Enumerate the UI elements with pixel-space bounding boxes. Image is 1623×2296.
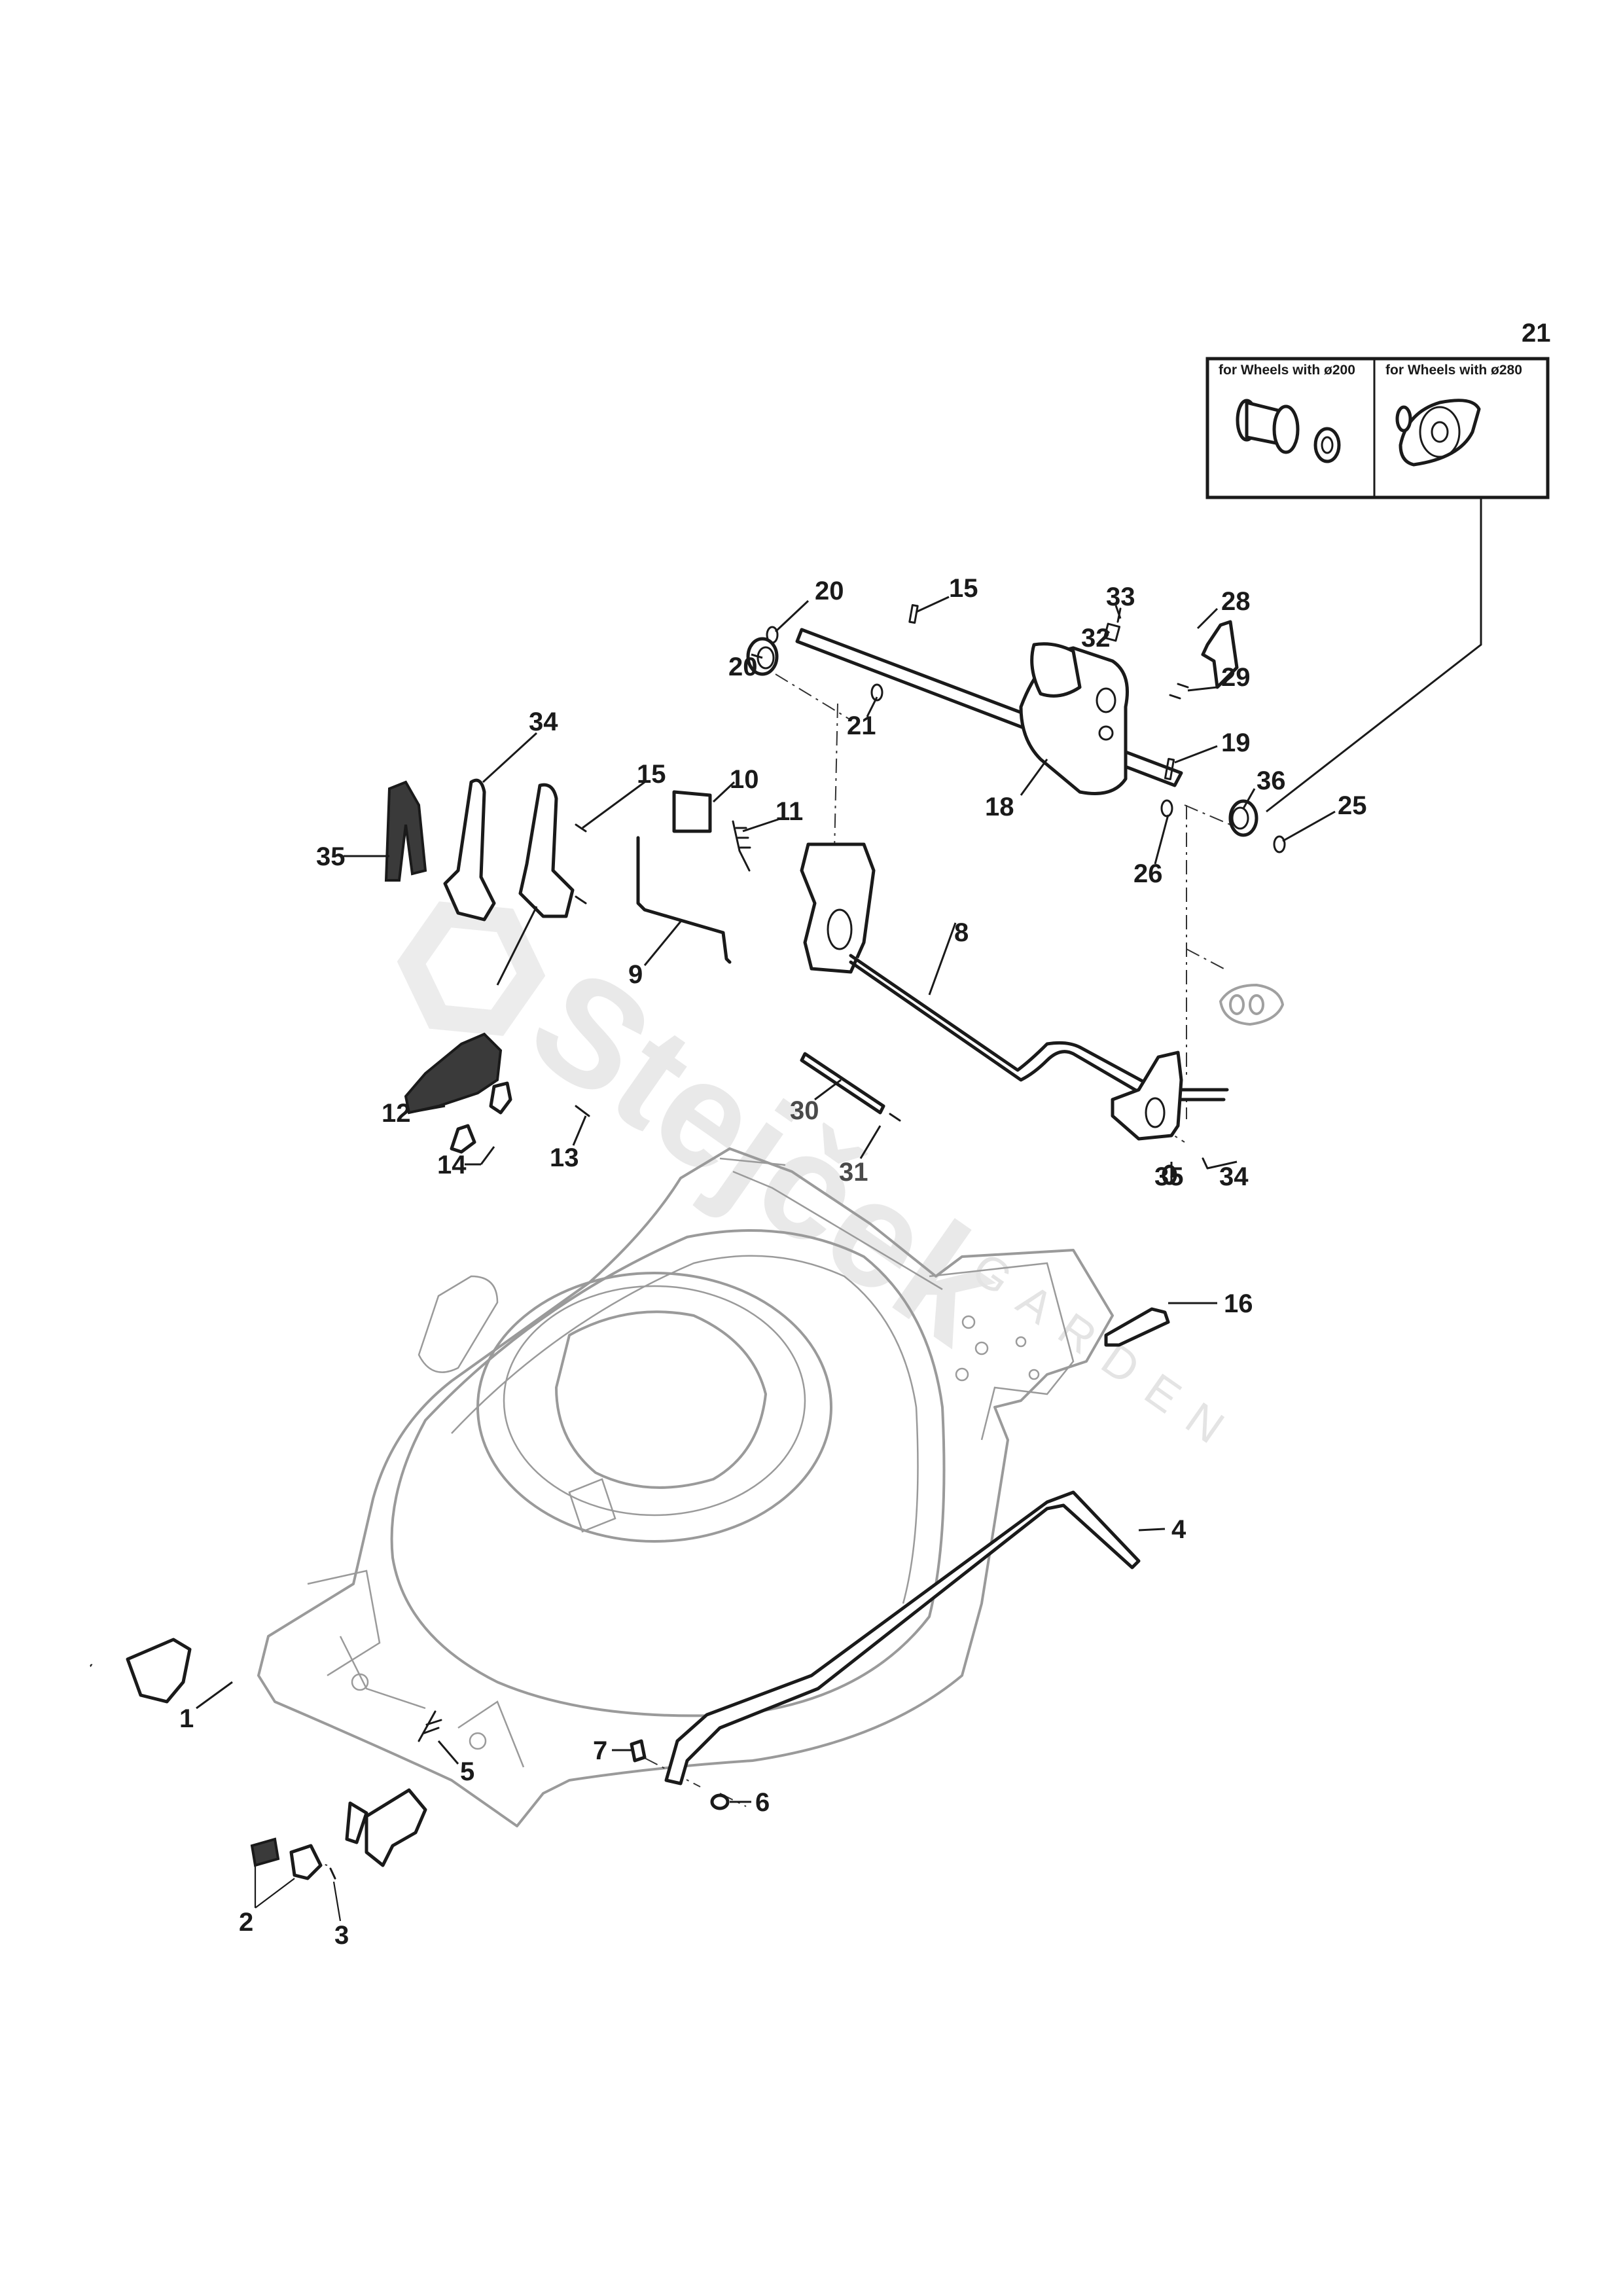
spring-icon	[418, 1710, 442, 1742]
assembly-lines	[306, 673, 1231, 1866]
lever-assembly	[384, 778, 751, 964]
inset-panel-200-label: for Wheels with ø200	[1219, 363, 1355, 378]
bushing-icon	[710, 1793, 730, 1810]
retaining-ring-icon	[870, 683, 883, 702]
screws-icon	[1169, 683, 1189, 700]
callout-15: 15	[637, 760, 666, 789]
callout-numbers: 21 20 15 33 28 20 32 29 21 19 18 36 25 2…	[179, 319, 1551, 1950]
callout-16: 16	[1224, 1289, 1253, 1318]
cable-bracket-icon	[1201, 620, 1239, 689]
tension-spring-icon	[732, 820, 751, 872]
height-bracket-rod-icon	[636, 836, 732, 964]
inset-panel-280-label: for Wheels with ø280	[1385, 363, 1522, 378]
screw-icon	[575, 823, 587, 905]
pinion-left-icon	[746, 637, 779, 676]
axle-plate-right-icon	[365, 1788, 427, 1867]
washer-icon	[450, 1124, 476, 1154]
pinion-right-icon	[1228, 799, 1258, 837]
screw-icon	[575, 1105, 590, 1117]
callout-2: 2	[239, 1908, 253, 1937]
mower-deck	[257, 1147, 1114, 1827]
watermark-logo-icon	[397, 901, 546, 1036]
callout-30: 33	[1106, 583, 1135, 611]
screw-icon	[1202, 1157, 1209, 1170]
callout-3: 3	[334, 1921, 349, 1950]
nut-icon	[1103, 622, 1121, 642]
callout-9: 9	[628, 960, 643, 989]
clip-icon	[630, 1739, 647, 1763]
axle-hook-icon	[345, 1801, 368, 1844]
callout-14: 14	[437, 1151, 467, 1179]
callout-6: 6	[755, 1788, 770, 1817]
callout-27: 30	[790, 1096, 819, 1125]
callout-20: 25	[1338, 791, 1367, 820]
inset-wheel-hub-kit: for Wheels with ø200 for Wheels with ø28…	[1205, 357, 1550, 1026]
callout-34: 35	[316, 842, 346, 871]
screw-icon	[889, 1113, 901, 1122]
callout-15: 15	[949, 574, 978, 603]
callout-10: 10	[730, 765, 759, 794]
callout-20: 21	[847, 711, 876, 740]
height-lever-icon	[404, 1032, 503, 1115]
callout-26: 29	[1221, 663, 1251, 692]
retaining-ring-icon	[1273, 835, 1286, 853]
watermark-sub: GARDEN	[963, 1242, 1249, 1464]
axle-bracket-left-icon	[800, 842, 876, 974]
rear-axle-assembly	[800, 842, 1229, 1185]
height-lever-rod-icon	[664, 1490, 1141, 1785]
latch-icon	[250, 1837, 280, 1867]
callout-35: 36	[1257, 766, 1286, 795]
callout-8: 8	[954, 918, 969, 947]
retaining-ring-icon	[766, 626, 779, 644]
callout-25: 28	[1221, 587, 1251, 616]
gearbox-assembly	[746, 604, 1286, 853]
callout-5: 5	[460, 1757, 474, 1786]
gearbox-icon	[1019, 642, 1129, 795]
callout-20: 26	[1133, 859, 1163, 888]
callout-31: 34	[1219, 1162, 1249, 1191]
callout-4: 4	[1171, 1515, 1186, 1544]
pin-icon	[1164, 758, 1175, 780]
spring-clip-icon	[672, 790, 712, 833]
leader-lines	[196, 596, 1336, 1922]
rear-flap-clip-icon	[1104, 1307, 1170, 1347]
callout-29: 32	[1081, 624, 1111, 653]
callout-17: 18	[985, 793, 1014, 821]
front-axle-assembly	[89, 1638, 442, 1880]
height-lever-assembly	[404, 1032, 901, 1154]
grip-insert-icon	[384, 780, 427, 882]
callout-11: 11	[776, 797, 803, 826]
callout-19: 20	[728, 653, 758, 681]
latch-icon	[289, 1844, 323, 1880]
callout-32: 35	[1154, 1162, 1184, 1191]
retaining-ring-icon	[1160, 799, 1173, 817]
shaft-pin-icon	[800, 1052, 885, 1115]
axle-plate-left-icon	[126, 1638, 192, 1704]
callout-1: 1	[179, 1704, 194, 1733]
lever-base-icon	[518, 783, 575, 918]
callout-28: 31	[839, 1158, 868, 1187]
callout-21: 21	[1522, 319, 1551, 348]
callout-18: 19	[1221, 728, 1251, 757]
screw-icon	[329, 1867, 336, 1880]
washer-icon	[489, 1081, 512, 1115]
wheel-hub-280-icon	[1395, 399, 1481, 467]
pin-icon	[908, 604, 919, 624]
callout-12: 12	[382, 1099, 411, 1128]
wheel-hub-ghost-icon	[1219, 983, 1285, 1026]
callout-7: 7	[593, 1736, 607, 1765]
callout-20: 20	[815, 577, 844, 605]
wheel-hub-200-icon	[1236, 399, 1341, 463]
callout-33: 34	[529, 708, 558, 736]
callout-13: 13	[550, 1143, 579, 1172]
lever-cover-icon	[443, 778, 496, 922]
